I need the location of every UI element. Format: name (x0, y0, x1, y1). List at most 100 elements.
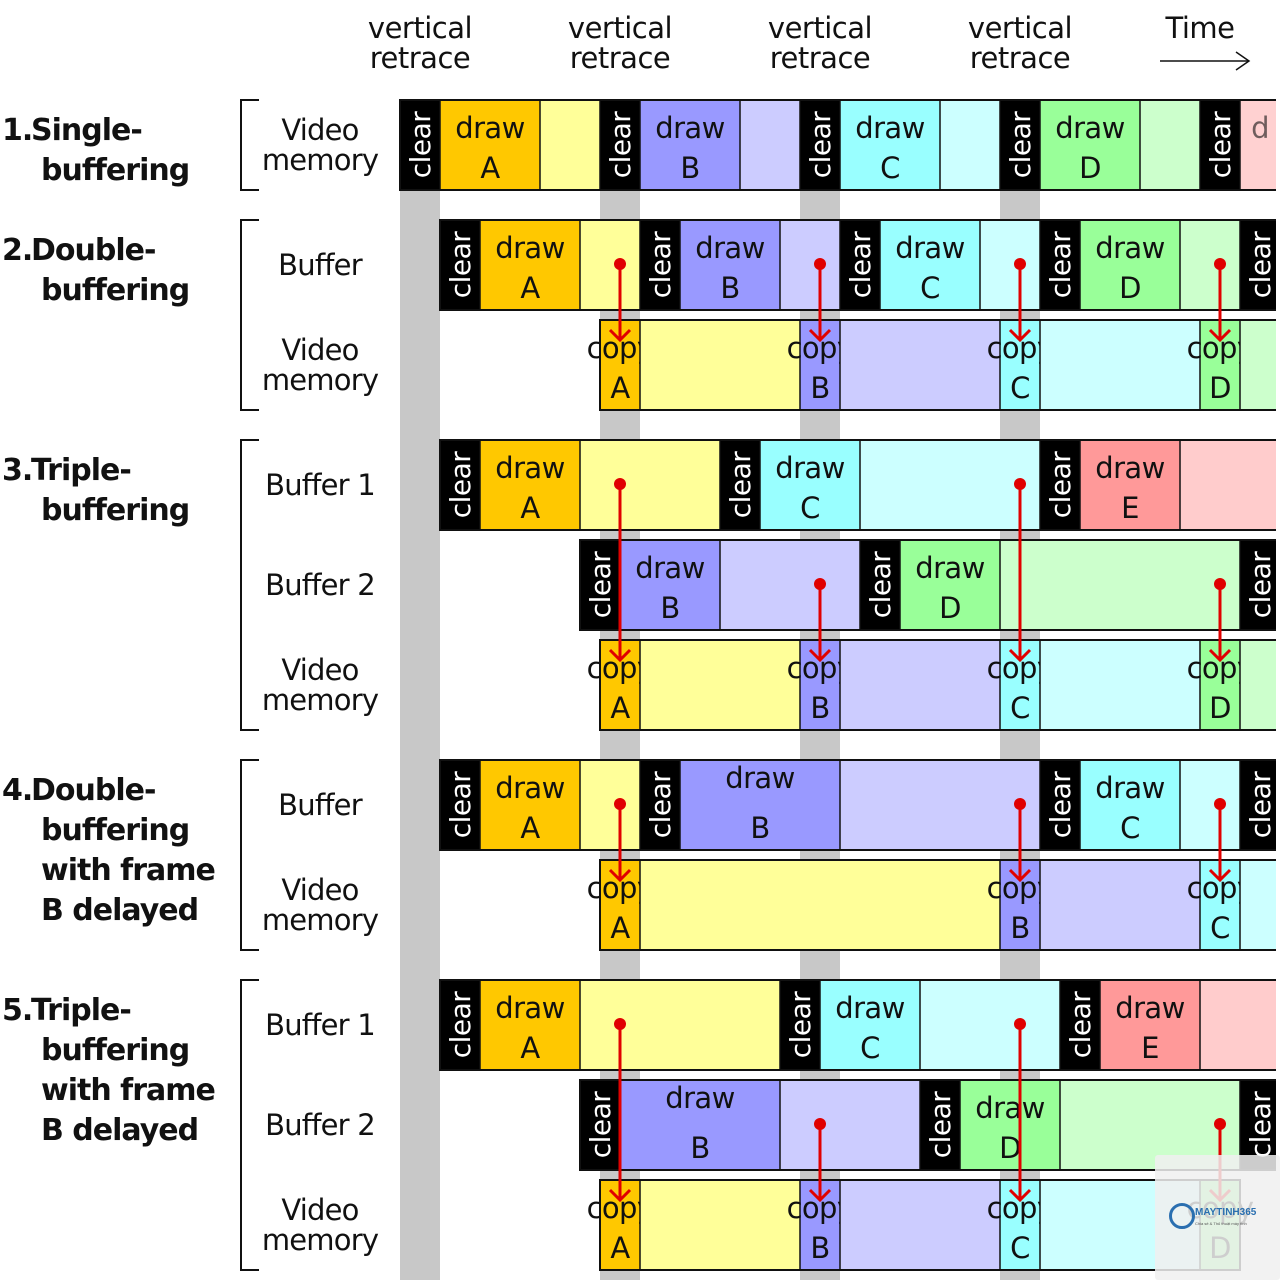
draw-label: draw (1055, 111, 1124, 145)
vertical-retrace-label: vertical (568, 11, 672, 45)
copy-arrow-head (1208, 868, 1232, 883)
idle-block (580, 220, 640, 310)
section-title: B delayed (41, 893, 198, 928)
clear-block (440, 980, 480, 1070)
draw-block (620, 1080, 780, 1170)
idle-block (780, 1080, 920, 1170)
frame-label: D (999, 1131, 1021, 1165)
idle-block (860, 440, 1040, 530)
section-title: buffering (41, 273, 189, 308)
row-label: Video (281, 1193, 358, 1227)
section-bracket (240, 99, 259, 191)
clear-block (600, 100, 640, 190)
row-outline (579, 1079, 1276, 1171)
clear-label: clear (1004, 111, 1037, 179)
row-outline (599, 639, 1276, 731)
row-label: Video (281, 873, 358, 907)
section-bracket (240, 219, 259, 411)
idle-block (1200, 980, 1276, 1070)
clear-label: clear (844, 231, 877, 299)
draw-block (440, 100, 540, 190)
draw-block (1040, 100, 1140, 190)
idle-block (840, 1180, 1000, 1270)
clear-label: clear (604, 111, 637, 179)
section-title: buffering (41, 1033, 189, 1068)
frame-label: C (1120, 811, 1140, 845)
idle-block (1180, 760, 1240, 850)
clear-block (1200, 100, 1240, 190)
clear-label: clear (1044, 231, 1077, 299)
clear-block (400, 100, 440, 190)
frame-label: D (1119, 271, 1141, 305)
row-outline (579, 539, 1276, 631)
copy-arrow-head (1008, 868, 1032, 883)
draw-label: draw (495, 231, 564, 265)
row-label: Buffer (278, 788, 363, 822)
draw-block (680, 760, 840, 850)
draw-label: draw (495, 451, 564, 485)
watermark-brand: MAYTINH365 (1195, 1207, 1257, 1218)
idle-block (1040, 640, 1200, 730)
clear-label: clear (1044, 451, 1077, 519)
vertical-retrace-label: retrace (570, 41, 670, 75)
frame-label: A (520, 491, 540, 525)
vertical-retrace-label: retrace (970, 41, 1070, 75)
row-outline (439, 979, 1276, 1071)
row-outline (439, 219, 1276, 311)
draw-block (960, 1080, 1060, 1170)
copy-arrow-head (1208, 328, 1232, 343)
draw-block (480, 440, 580, 530)
frame-label: B (720, 271, 739, 305)
draw-block (880, 220, 980, 310)
idle-block (980, 220, 1040, 310)
globe-icon (1169, 1203, 1195, 1229)
frame-label: D (1209, 691, 1231, 725)
frame-label: C (1010, 1231, 1030, 1265)
clear-block (640, 220, 680, 310)
row-label: Video (281, 653, 358, 687)
draw-block (480, 760, 580, 850)
frame-label: C (880, 151, 900, 185)
row-label: Buffer 2 (265, 1108, 375, 1142)
clear-label: clear (644, 231, 677, 299)
clear-block (640, 760, 680, 850)
idle-block (1140, 100, 1200, 190)
draw-label: d (1251, 111, 1269, 145)
copy-arrow-head (1008, 648, 1032, 663)
clear-label: clear (444, 771, 477, 839)
section-bracket (240, 439, 259, 731)
clear-label: clear (1244, 551, 1277, 619)
idle-block (640, 860, 1000, 950)
draw-label: draw (915, 551, 984, 585)
copy-arrow-head (1208, 648, 1232, 663)
frame-label: A (610, 371, 630, 405)
draw-label: draw (1095, 771, 1164, 805)
clear-label: clear (444, 451, 477, 519)
clear-label: clear (924, 1091, 957, 1159)
clear-label: clear (584, 1091, 617, 1159)
vertical-retrace-label: vertical (768, 11, 872, 45)
clear-label: clear (784, 991, 817, 1059)
copy-arrow-head (1008, 328, 1032, 343)
copy-arrow-head (808, 1188, 832, 1203)
clear-block (1240, 760, 1276, 850)
clear-label: clear (1064, 991, 1097, 1059)
row-label: memory (262, 363, 379, 397)
frame-label: A (610, 691, 630, 725)
frame-label: A (520, 271, 540, 305)
clear-block (1240, 540, 1276, 630)
section-title: with frame (41, 1073, 215, 1108)
row-outline (599, 319, 1276, 411)
draw-label: draw (855, 111, 924, 145)
draw-block (1080, 220, 1180, 310)
frame-label: B (810, 1231, 829, 1265)
clear-block (800, 100, 840, 190)
clear-label: clear (724, 451, 757, 519)
frame-label: C (860, 1031, 880, 1065)
section-title: B delayed (41, 1113, 198, 1148)
row-label: memory (262, 1223, 379, 1257)
clear-block (920, 1080, 960, 1170)
clear-block (440, 440, 480, 530)
clear-label: clear (444, 991, 477, 1059)
copy-arrow-head (608, 648, 632, 663)
